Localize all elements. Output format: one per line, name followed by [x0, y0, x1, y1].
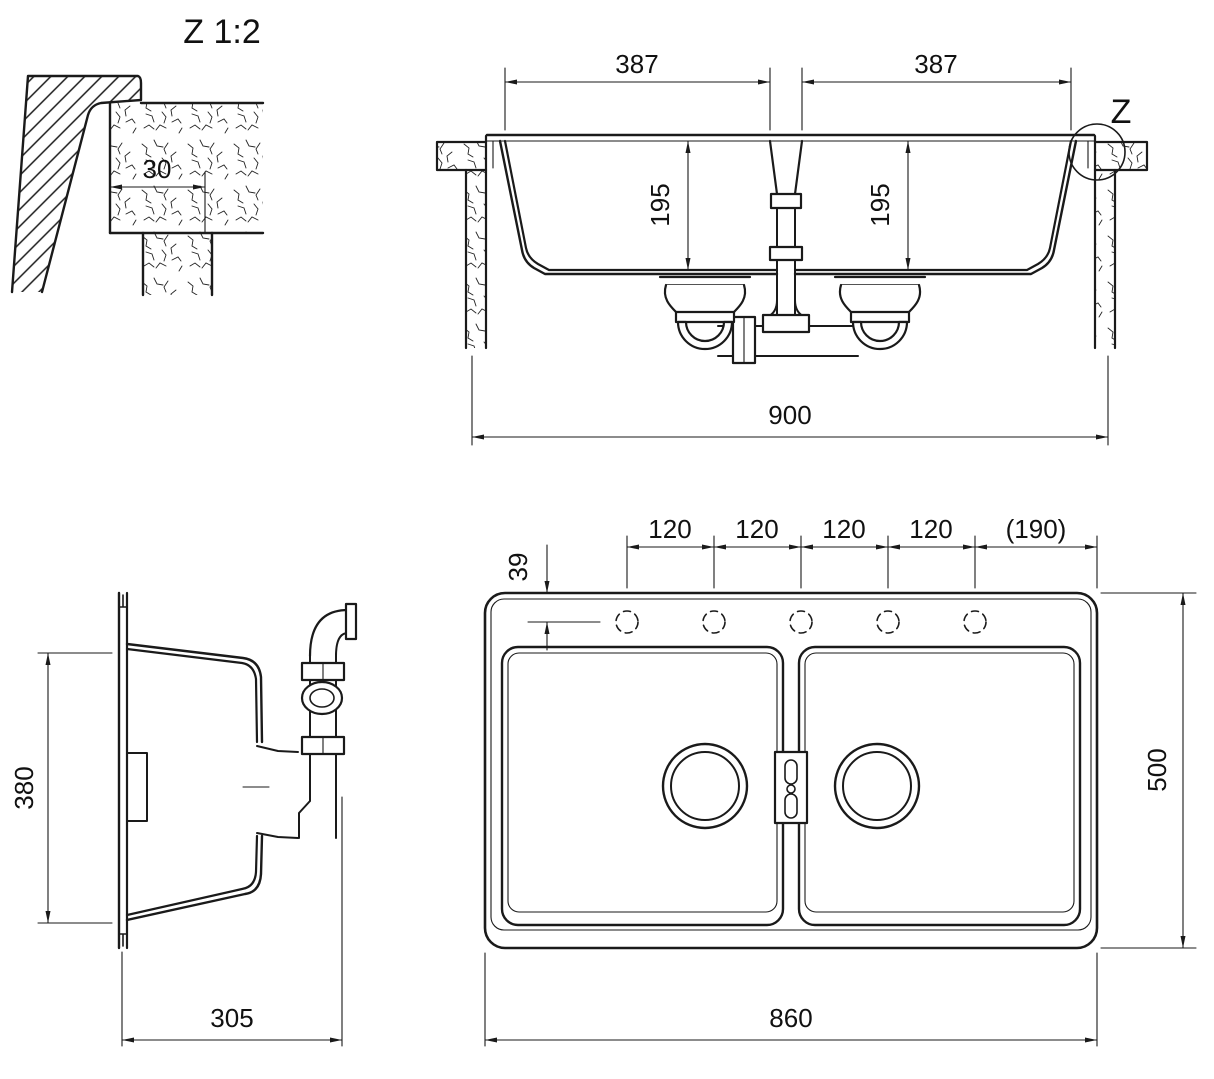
left-bowl: [500, 645, 785, 927]
dim-right-bowl-depth: 195: [865, 183, 895, 226]
sink-outline: [483, 591, 1099, 950]
dim-overall-depth-side: 305: [210, 1003, 253, 1033]
detail-view-title: Z 1:2: [183, 13, 260, 51]
overflow-pipe-coupling: [768, 245, 804, 262]
dim-hole-edge-offset: 39: [503, 553, 533, 582]
counter-left-leg: [466, 170, 486, 348]
dim-hole-pitch-4: 120: [909, 514, 952, 544]
dim-hole-pitch-1: 120: [648, 514, 691, 544]
right-drain-trap: [833, 275, 927, 351]
dim-bowl-length: 380: [9, 766, 39, 809]
dim-overall-width-front: 900: [768, 400, 811, 430]
tap-hole-markings: [615, 610, 987, 634]
waste-pipe-end-view: [300, 680, 344, 716]
front-section-view: Z 387 387 195 195 900: [435, 49, 1149, 446]
detail-marker-circle: [1068, 123, 1126, 181]
divider-overflow-box: [769, 192, 803, 210]
countertop-section: [110, 103, 263, 233]
dim-right-bowl-width: 387: [914, 49, 957, 79]
right-bowl: [797, 645, 1082, 927]
right-drain-hole: [833, 742, 921, 830]
dim-overall-depth-top: 500: [1142, 748, 1172, 791]
overflow-plate: [773, 750, 809, 825]
dim-overall-width-top: 860: [769, 1003, 812, 1033]
left-drain-hole: [661, 742, 749, 830]
dim-edge-distance: (190): [1006, 514, 1067, 544]
dim-counter-overhang: 30: [143, 154, 172, 184]
dim-hole-pitch-3: 120: [822, 514, 865, 544]
outlet-fitting: [344, 602, 358, 641]
waste-tee-fitting: [761, 313, 811, 334]
dim-hole-pitch-2: 120: [735, 514, 778, 544]
top-view: 120 120 120 120 (190) 39 500 860: [483, 514, 1197, 1047]
counter-right-leg: [1095, 170, 1115, 348]
dim-left-bowl-width: 387: [615, 49, 658, 79]
left-drain-trap: [658, 275, 752, 351]
side-section-view: 380 305: [9, 591, 358, 1047]
counter-left-section: [437, 142, 486, 170]
sink-rim-section-hatch: [12, 76, 141, 292]
detail-marker-label: Z: [1111, 93, 1132, 131]
detail-view-z: Z 1:2 30: [10, 13, 265, 297]
cabinet-panel-section: [143, 233, 212, 295]
dim-left-bowl-depth: 195: [645, 183, 675, 226]
